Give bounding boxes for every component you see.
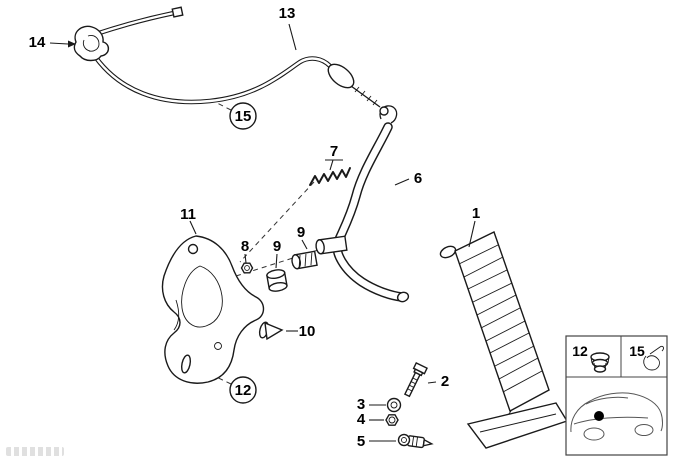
grommet-icon — [590, 352, 610, 373]
spring-drawing — [309, 167, 351, 186]
clip-icon — [643, 345, 664, 371]
bolt-drawing — [403, 362, 428, 398]
callout-6[interactable]: 6 — [414, 170, 422, 187]
callout-11[interactable]: 11 — [180, 206, 196, 223]
inset-legend-box: 12 15 — [565, 335, 668, 456]
callout-3[interactable]: 3 — [357, 396, 365, 413]
watermark-smudge — [6, 447, 64, 456]
bracket-drawing — [161, 235, 265, 384]
callout-7[interactable]: 7 — [330, 143, 338, 160]
callout-14[interactable]: 14 — [29, 34, 46, 51]
callout-1[interactable]: 1 — [472, 205, 480, 222]
inset-callout-12[interactable]: 12 — [572, 343, 588, 359]
nut-8-drawing — [240, 262, 254, 274]
pedal-drawing — [439, 231, 569, 449]
location-dot — [594, 411, 604, 421]
fasteners-drawing — [385, 362, 434, 449]
callout-15-label: 15 — [235, 108, 252, 125]
callout-8[interactable]: 8 — [241, 238, 249, 255]
callout-labels: 1 2 3 4 5 6 7 8 9 9 10 11 13 14 15 12 — [29, 5, 481, 450]
callout-12-circled[interactable]: 12 — [229, 376, 257, 404]
callout-9-right[interactable]: 9 — [297, 224, 305, 241]
callout-2[interactable]: 2 — [441, 373, 449, 390]
lever-drawing — [315, 105, 410, 303]
callout-9-left[interactable]: 9 — [273, 238, 281, 255]
bushings-drawing — [240, 250, 318, 292]
callout-5[interactable]: 5 — [357, 433, 365, 450]
stop-screw-drawing — [397, 433, 434, 449]
leader-lines — [49, 23, 476, 442]
callout-12-label: 12 — [235, 382, 252, 399]
washer-drawing — [386, 397, 402, 413]
nut-drawing — [385, 414, 399, 426]
callout-15-circled[interactable]: 15 — [229, 102, 257, 130]
callout-4[interactable]: 4 — [357, 411, 366, 428]
callout-10[interactable]: 10 — [299, 323, 316, 340]
inset-callout-15[interactable]: 15 — [629, 343, 645, 359]
pin-drawing — [258, 321, 284, 341]
clip-drawing — [73, 25, 110, 62]
car-location-drawing — [570, 392, 663, 441]
cable-drawing — [89, 6, 389, 116]
callout-13[interactable]: 13 — [279, 5, 296, 22]
